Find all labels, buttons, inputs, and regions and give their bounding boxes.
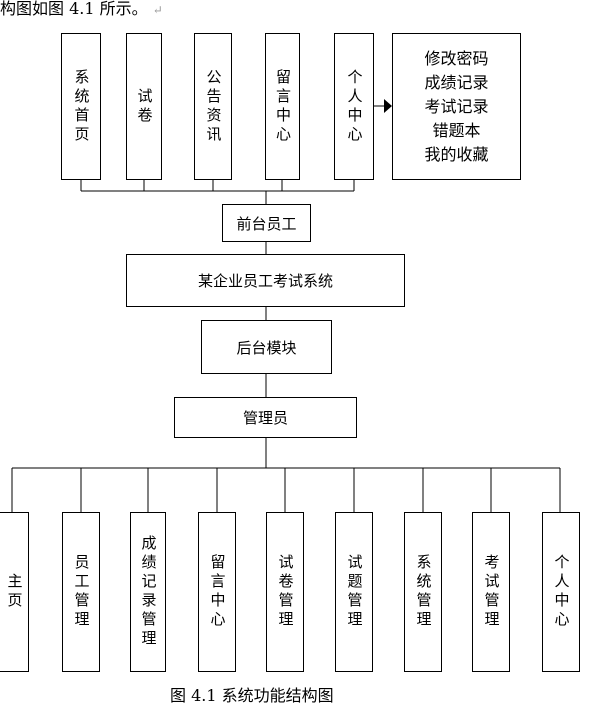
- admin-module-home: 主页: [0, 512, 29, 672]
- list-item: 修改密码: [424, 48, 489, 68]
- admin-module-score-records: 成绩记录管理: [130, 512, 166, 672]
- admin-module-label: 员工管理: [72, 554, 91, 630]
- module-label: 个人中心: [345, 68, 364, 145]
- module-box-message-center: 留言中心: [265, 33, 300, 180]
- admin-module-label: 留言中心: [208, 554, 227, 630]
- system-box: 某企业员工考试系统: [126, 254, 405, 307]
- module-label: 试卷: [135, 87, 154, 126]
- admin-module-staff-management: 员工管理: [62, 512, 100, 672]
- admin-module-label: 个人中心: [552, 554, 571, 630]
- module-box-announcements: 公告资讯: [194, 33, 232, 180]
- top-caption-text: 构图如图 4.1 所示。: [0, 0, 148, 18]
- admin-module-label: 成绩记录管理: [139, 535, 158, 649]
- admin-module-label: 试题管理: [345, 554, 364, 630]
- list-item: 我的收藏: [424, 144, 489, 164]
- admin-module-label: 试卷管理: [276, 554, 295, 630]
- backend-module-box: 后台模块: [201, 320, 332, 374]
- figure-caption: 图 4.1 系统功能结构图: [170, 686, 334, 705]
- personal-center-list: 修改密码 成绩记录 考试记录 错题本 我的收藏: [424, 47, 488, 167]
- admin-module-paper-management: 试卷管理: [266, 512, 304, 672]
- top-caption: 构图如图 4.1 所示。 ↵: [0, 0, 163, 19]
- admin-module-label: 系统管理: [414, 554, 433, 630]
- module-box-personal-center: 个人中心: [334, 33, 374, 180]
- admin-box: 管理员: [174, 397, 357, 438]
- admin-module-label: 主页: [5, 573, 24, 611]
- module-box-paper: 试卷: [126, 33, 162, 180]
- module-label: 留言中心: [274, 68, 292, 145]
- admin-module-label: 考试管理: [482, 554, 501, 630]
- admin-module-personal-center: 个人中心: [542, 512, 580, 672]
- list-item: 错题本: [432, 120, 481, 140]
- list-item: 成绩记录: [424, 72, 489, 92]
- backend-module-label: 后台模块: [236, 338, 297, 357]
- module-label: 系统首页: [72, 68, 91, 145]
- admin-module-system-management: 系统管理: [404, 512, 442, 672]
- personal-center-list-box: 修改密码 成绩记录 考试记录 错题本 我的收藏: [392, 33, 521, 180]
- front-staff-label: 前台员工: [236, 214, 297, 233]
- admin-label: 管理员: [242, 409, 288, 427]
- arrow-head-icon: [384, 99, 392, 113]
- admin-module-question-management: 试题管理: [335, 512, 373, 672]
- module-label: 公告资讯: [204, 68, 223, 145]
- admin-module-message-center: 留言中心: [198, 512, 236, 672]
- list-item: 考试记录: [424, 96, 489, 116]
- paragraph-mark-icon: ↵: [152, 3, 163, 17]
- front-staff-box: 前台员工: [222, 204, 311, 242]
- module-box-home: 系统首页: [61, 33, 101, 180]
- admin-module-exam-management: 考试管理: [472, 512, 510, 672]
- system-name: 某企业员工考试系统: [197, 272, 333, 290]
